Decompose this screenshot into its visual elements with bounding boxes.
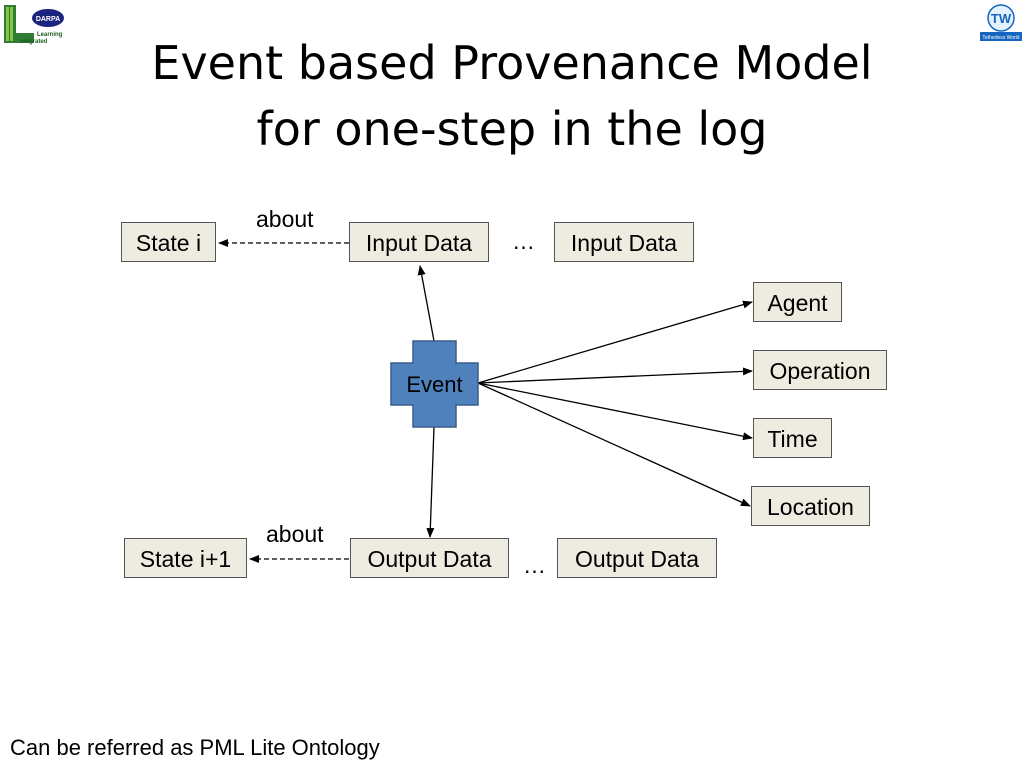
event-to-output-arrow — [426, 426, 435, 538]
footer-note: Can be referred as PML Lite Ontology — [10, 735, 380, 760]
event-shape — [390, 340, 479, 428]
ellipsis-top: … — [512, 228, 535, 254]
darpa-label: DARPA — [36, 16, 60, 23]
tw-logo-label: TW — [991, 11, 1012, 26]
tw-logo-caption: Tetherless World — [982, 35, 1019, 41]
event-to-time-arrow — [477, 382, 753, 441]
integrated-caption: ntegrated — [20, 39, 48, 45]
slide-title-line-2: for one-step in the log — [256, 102, 768, 156]
location-node: Location — [751, 486, 870, 526]
ellipsis-bottom: … — [523, 552, 546, 578]
state-i-plus-1-node: State i+1 — [124, 538, 247, 578]
state-i-node: State i — [121, 222, 216, 262]
operation-node: Operation — [753, 350, 887, 390]
input-data-node: Input Data — [349, 222, 489, 262]
event-to-input-arrow — [417, 265, 435, 342]
tetherless-world-logo-icon: TW Tetherless World — [980, 4, 1022, 41]
about-label-bottom: about — [266, 521, 324, 547]
event-to-operation-arrow — [477, 367, 753, 384]
learning-caption: Learning — [37, 32, 63, 38]
event-to-agent-arrow — [477, 300, 753, 384]
input-data-node-2: Input Data — [554, 222, 694, 262]
event-to-location-arrow — [477, 382, 751, 507]
output-data-node-2: Output Data — [557, 538, 717, 578]
about-label-top: about — [256, 206, 314, 232]
time-node: Time — [753, 418, 832, 458]
agent-node: Agent — [753, 282, 842, 322]
slide-title: Event based Provenance Model for one-ste… — [0, 30, 1024, 162]
event-label: Event — [406, 372, 463, 397]
slide-title-line-1: Event based Provenance Model — [151, 36, 873, 90]
output-data-node: Output Data — [350, 538, 509, 578]
darpa-logo-icon: DARPA Learning ntegrated — [4, 5, 64, 45]
